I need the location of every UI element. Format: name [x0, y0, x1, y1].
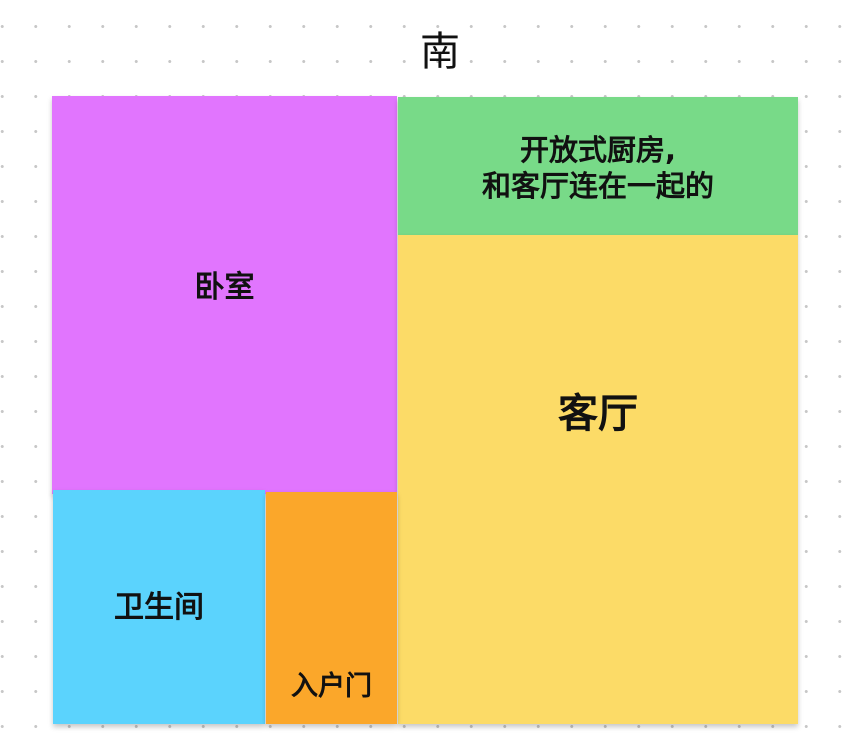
room-kitchen-label-line2: 和客厅连在一起的 — [481, 169, 714, 203]
compass-south-label: 南 — [420, 29, 460, 75]
room-bathroom[interactable]: 卫生间 — [53, 490, 265, 724]
room-living[interactable]: 客厅 — [398, 235, 798, 724]
room-bathroom-label: 卫生间 — [114, 590, 204, 626]
room-entrance-label: 入户门 — [291, 671, 372, 703]
room-kitchen-label: 开放式厨房, 和客厅连在一起的 — [482, 132, 714, 205]
room-kitchen-label-line1: 开放式厨房, — [519, 132, 676, 167]
room-bedroom-label: 卧室 — [194, 270, 255, 306]
room-living-label: 客厅 — [558, 390, 638, 437]
room-kitchen[interactable]: 开放式厨房, 和客厅连在一起的 — [398, 97, 798, 235]
room-entrance[interactable]: 入户门 — [266, 492, 397, 724]
room-bedroom[interactable]: 卧室 — [52, 96, 397, 494]
